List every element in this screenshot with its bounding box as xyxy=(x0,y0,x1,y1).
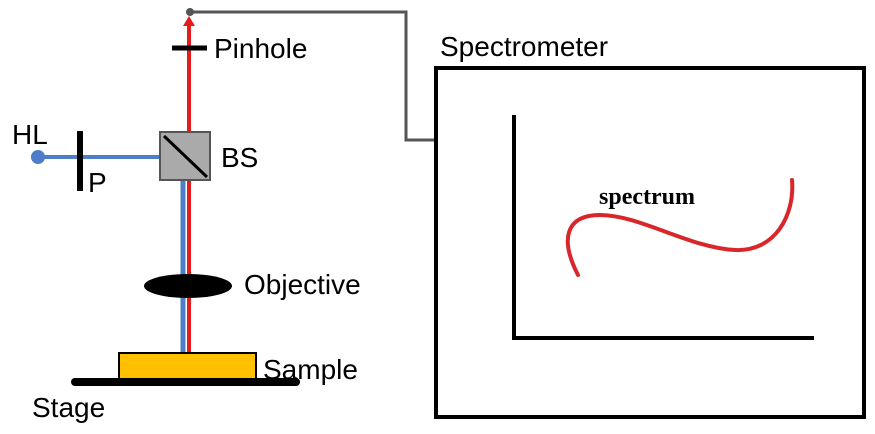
sample-label: Sample xyxy=(263,354,358,385)
stage-label: Stage xyxy=(32,392,105,423)
objective-label: Objective xyxy=(244,269,361,300)
halogen-lamp xyxy=(31,150,45,164)
spectrum-label: spectrum xyxy=(599,184,695,210)
sample xyxy=(118,352,257,381)
halogen-lamp-label: HL xyxy=(12,119,48,150)
beam-splitter-diagonal xyxy=(162,134,209,179)
spectrum-curve xyxy=(565,178,795,277)
spectrometer-label: Spectrometer xyxy=(440,31,608,62)
spectrum-axes xyxy=(512,115,814,340)
beam-splitter-label: BS xyxy=(221,142,258,173)
fiber-tip xyxy=(186,8,194,16)
polarizer-label: P xyxy=(88,167,107,198)
objective-lens xyxy=(144,274,232,298)
spectrometer-box xyxy=(434,66,866,419)
pinhole-label: Pinhole xyxy=(214,33,307,64)
laser-beam-arrowhead xyxy=(183,16,195,26)
optical-fiber xyxy=(190,10,435,142)
